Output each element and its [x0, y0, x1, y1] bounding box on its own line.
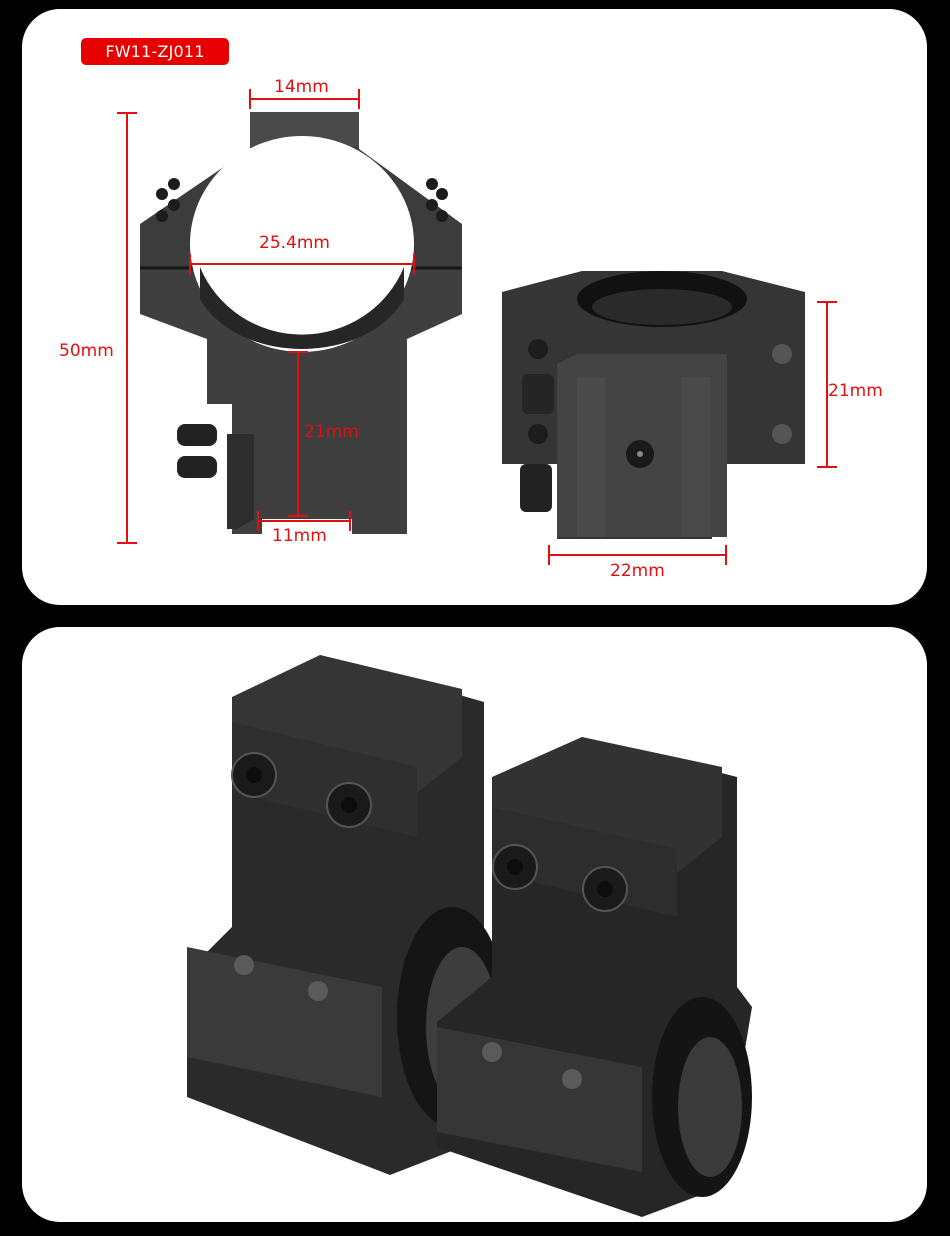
side-view-mount [502, 271, 805, 539]
dim-base-slot: 11mm [272, 526, 327, 546]
dim-total-height: 50mm [59, 341, 114, 361]
dim-ring-diameter: 25.4mm [259, 233, 330, 253]
front-view-mount [140, 112, 462, 534]
scope-rings-illustration [187, 655, 752, 1217]
model-badge: FW11-ZJ011 [81, 38, 229, 65]
mount-drawings [117, 89, 837, 565]
dim-base-width: 22mm [610, 561, 665, 581]
dimension-lines [117, 89, 837, 565]
product-photo-panel [22, 627, 927, 1222]
dim-top-width: 14mm [274, 77, 329, 97]
right-ring [437, 737, 752, 1217]
dim-center-height: 21mm [304, 422, 359, 442]
dimension-panel: FW11-ZJ011 [22, 9, 927, 605]
dim-side-height: 21mm [828, 381, 883, 401]
